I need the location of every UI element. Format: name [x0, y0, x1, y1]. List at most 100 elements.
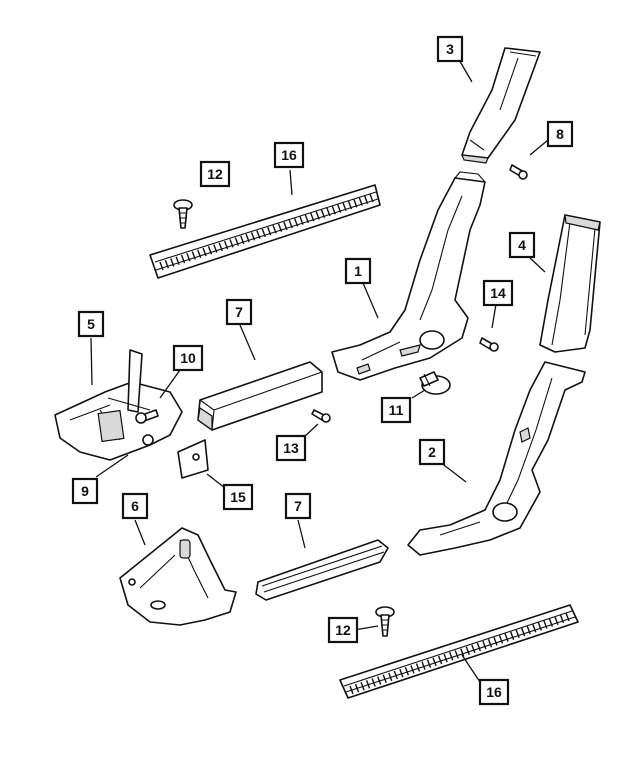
- callout-7-lower-label: 7: [294, 498, 302, 514]
- part-16-lower-sill-plate: [339, 604, 579, 699]
- sill-rib: [432, 657, 437, 667]
- sill-rib: [223, 240, 229, 250]
- sill-rib: [476, 642, 482, 652]
- sill-rib: [331, 205, 336, 215]
- part-10-screw: [135, 409, 159, 424]
- sill-rib: [213, 244, 218, 253]
- part-3-upper-pillar-trim: [461, 47, 541, 164]
- sill-rib: [404, 667, 410, 676]
- callout-12-lower-label: 12: [335, 622, 351, 638]
- part-15-clip: [177, 439, 209, 479]
- sill-rib: [493, 637, 498, 646]
- sill-rib: [197, 249, 202, 259]
- callout-10-label: 10: [180, 350, 196, 366]
- leader-9: [95, 454, 129, 478]
- part-4-rear-pillar-trim: [539, 214, 601, 353]
- sill-rib: [337, 204, 342, 213]
- sill-rib: [543, 620, 548, 629]
- sill-rib: [272, 225, 277, 234]
- callout-8-label: 8: [556, 126, 564, 142]
- part-1-pillar-trim: [331, 171, 486, 381]
- leader-4: [529, 257, 546, 273]
- sill-rib: [460, 648, 465, 657]
- part-12-lower-screw: [375, 606, 395, 637]
- part-7-lower-sill-channel: [255, 539, 389, 601]
- sill-rib: [159, 261, 164, 271]
- sill-rib: [202, 247, 207, 257]
- sill-rib: [421, 661, 426, 670]
- sill-rib: [164, 260, 170, 269]
- sill-rib: [449, 652, 454, 661]
- sill-rib: [465, 646, 470, 655]
- callout-7-upper-label: 7: [235, 304, 243, 320]
- callout-1-label: 1: [354, 263, 362, 279]
- leader-7a: [239, 324, 256, 361]
- sill-rib: [320, 209, 326, 218]
- sill-rib: [393, 670, 398, 680]
- sill-rib: [454, 650, 459, 659]
- part-12-upper-screw: [173, 199, 193, 229]
- leader-7b: [297, 519, 306, 549]
- sill-rib: [250, 232, 256, 241]
- callout-9: 9: [71, 477, 99, 505]
- leader-10: [159, 369, 181, 399]
- sill-rib: [559, 614, 565, 624]
- callout-9-label: 9: [81, 483, 89, 499]
- sill-rib: [554, 616, 559, 625]
- sill-rib: [388, 672, 393, 682]
- sill-rib: [498, 635, 504, 644]
- callout-2: 2: [418, 438, 446, 466]
- part-6-kick-panel: [119, 527, 237, 626]
- sill-rib: [304, 214, 310, 224]
- sill-rib: [261, 228, 266, 238]
- callout-8: 8: [546, 120, 574, 148]
- callout-15-label: 15: [230, 489, 246, 505]
- sill-rib: [487, 638, 493, 648]
- sill-rib: [234, 237, 240, 246]
- sill-rib: [548, 618, 554, 627]
- sill-rib: [410, 665, 415, 674]
- sill-rib: [526, 625, 531, 635]
- sill-rib: [240, 235, 245, 245]
- sill-rib: [532, 623, 537, 633]
- sill-rib: [521, 627, 526, 637]
- leader-6: [134, 519, 146, 546]
- part-5-cowl-side-panel: [54, 349, 183, 461]
- sill-rib: [218, 242, 223, 252]
- sill-rib: [277, 223, 283, 232]
- callout-12-upper-label: 12: [207, 166, 223, 182]
- sill-rib: [299, 216, 304, 225]
- part-14-screw: [479, 337, 499, 352]
- sill-rib: [358, 197, 363, 206]
- sill-rib: [283, 221, 288, 231]
- leader-16b: [461, 654, 481, 683]
- sill-rib: [537, 622, 542, 631]
- part-11-push-pin: [419, 371, 451, 395]
- leader-16a: [289, 169, 293, 196]
- callout-2-label: 2: [428, 444, 436, 460]
- sill-rib: [369, 193, 374, 203]
- callout-3: 3: [436, 35, 464, 63]
- leader-5: [90, 337, 93, 386]
- callout-4: 4: [508, 231, 536, 259]
- sill-rib: [509, 631, 515, 640]
- callout-16-lower: 16: [478, 678, 510, 706]
- part-13-screw: [311, 409, 331, 423]
- callout-11-label: 11: [389, 402, 404, 418]
- sill-rib: [170, 258, 175, 267]
- part-8-screw: [509, 164, 528, 180]
- sill-rib: [482, 640, 487, 650]
- sill-rib: [342, 202, 347, 211]
- callout-1: 1: [344, 257, 372, 285]
- callout-5: 5: [77, 310, 105, 338]
- callout-13: 13: [275, 434, 307, 462]
- callout-7-upper: 7: [225, 298, 253, 326]
- sill-rib: [371, 678, 376, 687]
- sill-rib: [229, 239, 234, 248]
- sill-rib: [288, 219, 293, 229]
- sill-rib: [471, 644, 476, 654]
- sill-rib: [382, 674, 387, 684]
- sill-rib: [315, 211, 320, 220]
- sill-rib: [191, 251, 196, 260]
